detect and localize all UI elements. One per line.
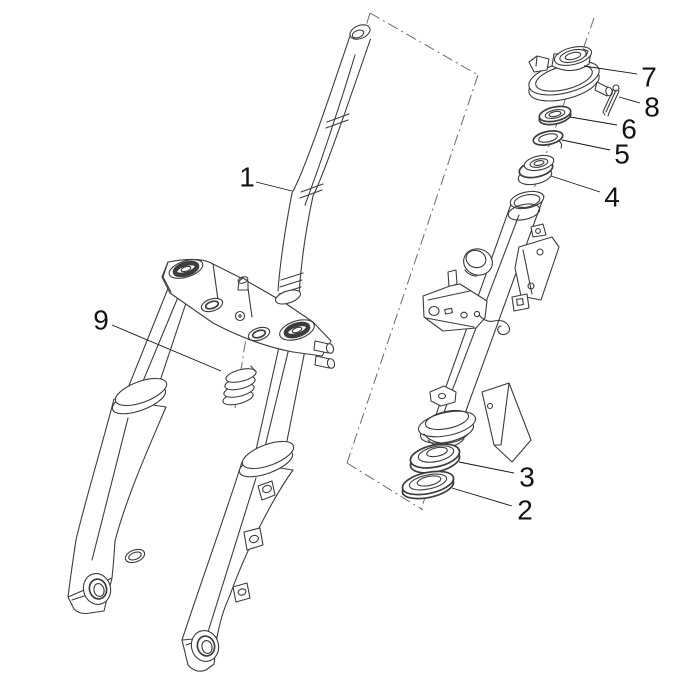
crown-bolt (234, 310, 246, 322)
leader-line-5 (561, 139, 611, 151)
preload-spring (222, 365, 257, 406)
tube-top-bore (513, 193, 541, 209)
triple-clamp-crown (161, 258, 336, 369)
cable-hook (473, 310, 511, 336)
part-callout-3: 3 (519, 462, 535, 493)
right-tab-a (257, 480, 276, 501)
leader-line-4 (550, 175, 601, 193)
left-bracket (422, 269, 488, 332)
right-bracket (511, 223, 560, 312)
part-callout-2: 2 (517, 495, 533, 526)
part-callout-1: 1 (239, 162, 255, 193)
fork-assembly (67, 24, 372, 672)
leader-line-3 (458, 461, 515, 474)
wedge-bracket (481, 382, 532, 463)
tube-collar-bore (465, 249, 487, 269)
upper-bearing (517, 154, 555, 186)
lower-bearing-race (409, 443, 461, 474)
steering-ring-nut (538, 105, 572, 126)
steering-stem (277, 24, 372, 295)
steering-cap (528, 46, 613, 102)
part-callout-9: 9 (93, 305, 109, 336)
leader-line-9 (111, 324, 222, 372)
lock-washer (532, 130, 564, 149)
tube-base-flange (417, 409, 477, 448)
leader-line-7 (583, 65, 638, 75)
left-slider-slot (124, 548, 146, 564)
part-callout-8: 8 (644, 92, 660, 123)
boundary-top-edge (369, 12, 479, 76)
left-fork-slider (67, 377, 168, 615)
part-callout-7: 7 (641, 62, 657, 93)
leader-line-8 (618, 96, 641, 104)
pinch-bolts (313, 340, 336, 369)
stem-clamp-collar (274, 289, 302, 305)
tube-neck-band (507, 203, 541, 221)
leader-line-1 (255, 181, 293, 192)
boundary-right-edge (346, 74, 479, 464)
fender-tab (429, 385, 457, 407)
dust-seal-ring (401, 470, 455, 500)
part-callout-6: 6 (621, 114, 637, 145)
right-fork-slider (181, 440, 295, 672)
part-callout-5: 5 (614, 139, 630, 170)
frame-steering-tube (417, 190, 560, 463)
split-pin (602, 84, 620, 117)
boundary-bottom-edge (346, 462, 424, 511)
right-tab-b (243, 527, 264, 551)
right-tab-c (232, 582, 251, 603)
part-callout-4: 4 (604, 182, 620, 213)
leader-line-2 (451, 487, 513, 507)
leader-line-6 (569, 116, 618, 126)
tube-collar-depth (464, 269, 478, 277)
